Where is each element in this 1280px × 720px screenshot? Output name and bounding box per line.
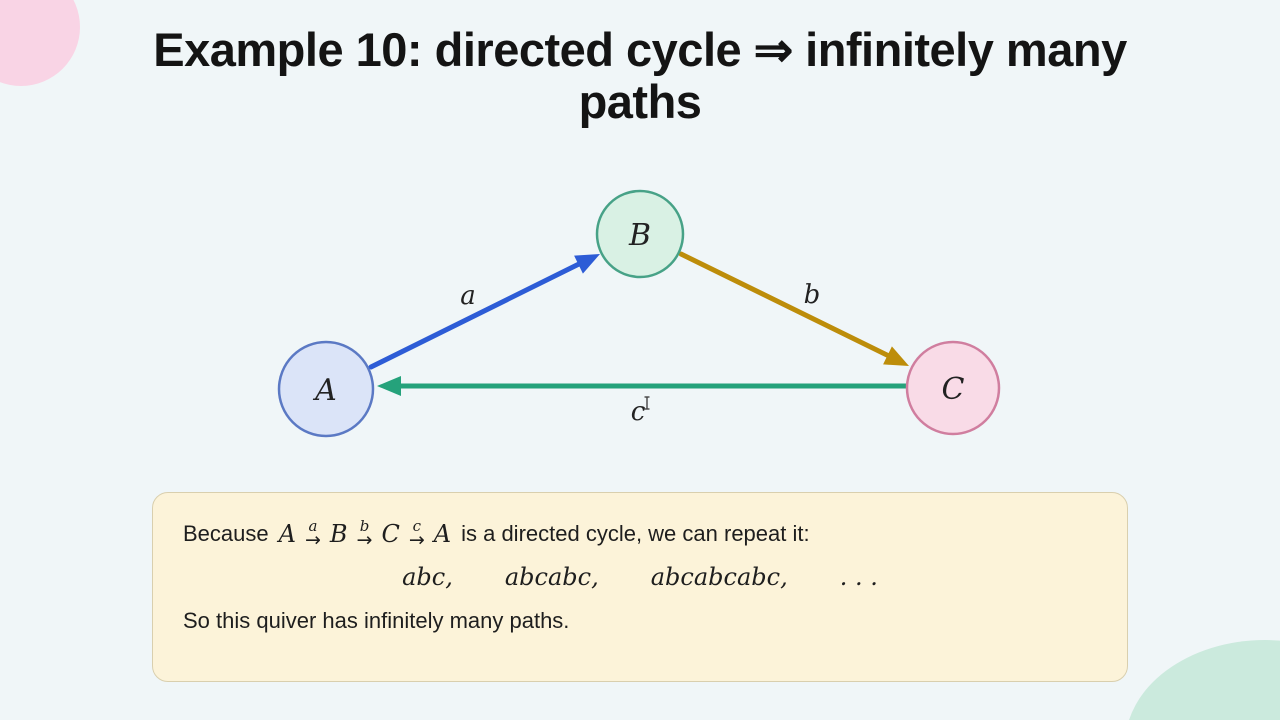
cycle-vertex: A — [278, 519, 296, 548]
slide-title: Example 10: directed cycle ⇒ infinitely … — [0, 24, 1280, 127]
cycle-vertex: A — [433, 519, 452, 548]
path-item: abc, — [402, 563, 453, 592]
arrow-label: a — [308, 517, 318, 535]
note-line-1: Because A a → B b → C c → A is a d — [183, 517, 1097, 551]
edge-a-arrowhead-icon — [574, 254, 600, 274]
note-conclusion: So this quiver has infinitely many paths… — [183, 608, 570, 634]
text-cursor — [644, 396, 650, 410]
path-item: abcabc, — [504, 563, 599, 592]
labeled-arrow: a → — [304, 517, 321, 551]
node-c-label: C — [942, 372, 965, 407]
arrow-label: c — [412, 517, 421, 535]
node-b-circle — [595, 189, 685, 279]
note-suffix: is a directed cycle, we can repeat it: — [461, 520, 810, 546]
path-item: abcabcabc, — [650, 563, 788, 592]
labeled-arrow: c → — [408, 517, 425, 551]
note-box: Because A a → B b → C c → A is a d — [152, 492, 1128, 682]
repeated-paths-row: abc, abcabc, abcabcabc, . . . — [183, 563, 1097, 591]
node-c-circle — [905, 340, 1001, 436]
cycle-vertex: C — [381, 519, 400, 548]
right-arrow-icon: → — [356, 529, 373, 551]
arrow-label: b — [359, 517, 370, 535]
node-b-label: B — [628, 218, 651, 253]
edge-b-label: b — [804, 280, 821, 310]
edge-c-arrowhead-icon — [377, 376, 401, 396]
edge-a-line — [368, 259, 586, 370]
edge-a-label: a — [460, 281, 476, 311]
path-item-ellipsis: . . . — [839, 563, 878, 592]
right-arrow-icon: → — [304, 529, 321, 551]
title-line-2: paths — [578, 74, 702, 128]
cycle-expression: A a → B b → C c → A — [278, 517, 452, 551]
right-arrow-icon: → — [408, 529, 425, 551]
edge-b-arrowhead-icon — [883, 346, 909, 366]
title-line-1: Example 10: directed cycle ⇒ infinitely … — [153, 23, 1127, 76]
edge-b-line — [678, 251, 892, 359]
edge-c-label: c — [631, 397, 646, 427]
node-a-circle — [277, 340, 375, 438]
note-prefix: Because — [183, 520, 269, 546]
labeled-arrow: b → — [356, 517, 373, 551]
cycle-vertex: B — [329, 519, 348, 548]
node-a-label: A — [312, 373, 337, 408]
